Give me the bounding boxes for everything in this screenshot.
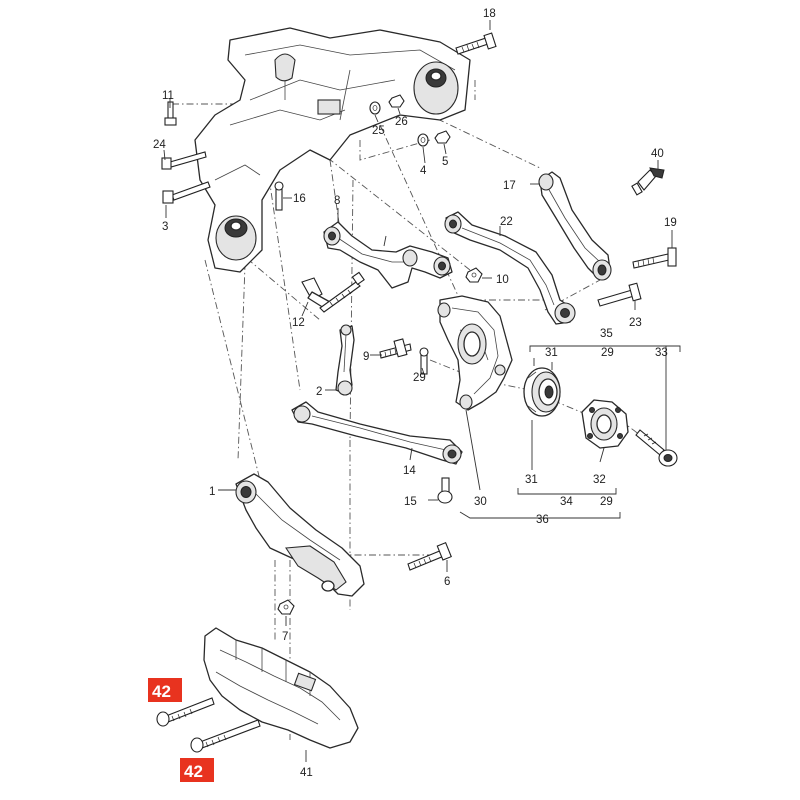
lower-link-14 (291, 401, 463, 465)
bolt-42-lower (190, 719, 261, 753)
label-29-top: 29 (601, 347, 614, 359)
label-29-bottom: 29 (600, 496, 613, 508)
bolt-6 (407, 541, 452, 572)
label-30: 30 (474, 496, 487, 508)
label-11: 11 (162, 90, 174, 102)
bolt-19 (632, 230, 677, 269)
label-25: 25 (372, 125, 385, 137)
callout-42-upper-text: 42 (152, 682, 171, 701)
label-32: 32 (593, 474, 606, 486)
label-19: 19 (664, 217, 677, 229)
bolt-3 (162, 181, 211, 204)
callout-42-upper: 42 (148, 678, 182, 702)
toe-link-2 (325, 324, 355, 396)
callout-42-upper-bg (148, 678, 182, 702)
label-31-bottom: 31 (525, 474, 538, 486)
label-16: 16 (293, 193, 306, 205)
bolt-24 (161, 151, 207, 170)
callout-42-lower-text: 42 (184, 762, 203, 781)
label-1: 1 (209, 486, 215, 498)
label-9: 9 (363, 351, 369, 363)
label-8: 8 (334, 195, 340, 207)
washer-4 (417, 133, 429, 164)
label-23: 23 (629, 317, 642, 329)
callout-42-lower-bg (180, 758, 214, 782)
wheel-knuckle-30 (437, 295, 513, 491)
label-3: 3 (162, 221, 168, 233)
callout-42-lower: 42 (180, 758, 214, 782)
label-2: 2 (316, 386, 322, 398)
bolt-42-upper (156, 697, 215, 727)
label-22: 22 (500, 216, 513, 228)
label-7: 7 (282, 631, 288, 643)
lateral-arm-22 (444, 211, 576, 325)
label-33: 33 (655, 347, 668, 359)
label-4: 4 (420, 165, 427, 177)
label-31-top: 31 (545, 347, 558, 359)
label-6: 6 (444, 576, 450, 588)
sensor-40 (631, 160, 665, 196)
label-5: 5 (442, 156, 448, 168)
label-14: 14 (403, 465, 416, 477)
wheel-bearing-31 (523, 362, 561, 470)
lower-control-arm-1 (218, 473, 365, 597)
label-26: 26 (395, 116, 408, 128)
nut-7 (277, 599, 295, 626)
upper-control-arm-17 (530, 171, 612, 281)
label-29-knuckle: 29 (413, 372, 426, 384)
bolt-15 (428, 477, 453, 504)
label-15: 15 (404, 496, 417, 508)
bolt-9 (370, 338, 412, 359)
label-41: 41 (300, 767, 313, 779)
bolt-23 (597, 282, 642, 310)
label-10: 10 (496, 274, 509, 286)
nut-5 (434, 130, 451, 155)
rear-subframe (194, 27, 471, 273)
wheel-hub-32 (581, 399, 629, 463)
camber-arm-8 (323, 208, 453, 289)
washer-25 (369, 101, 381, 123)
bolt-29-knuckle (419, 347, 429, 375)
bolt-11 (164, 98, 177, 126)
label-35: 35 (600, 328, 613, 340)
bolt-18 (455, 20, 497, 55)
label-18: 18 (483, 8, 496, 20)
bracket-12 (301, 271, 365, 317)
label-24: 24 (153, 139, 166, 151)
underbody-cover-41 (203, 627, 359, 762)
label-17: 17 (503, 180, 516, 192)
label-12: 12 (292, 317, 305, 329)
axle-bolt-33 (635, 429, 678, 467)
label-34: 34 (560, 496, 573, 508)
bolt-16 (274, 181, 292, 211)
nut-26 (388, 94, 405, 115)
group-brackets (459, 345, 681, 519)
part-number-labels: 18 11 25 26 24 4 5 40 17 16 8 22 3 19 10… (153, 8, 677, 779)
nut-10 (465, 267, 492, 283)
label-40: 40 (651, 148, 664, 160)
leader-lines (163, 149, 387, 247)
label-36: 36 (536, 514, 549, 526)
